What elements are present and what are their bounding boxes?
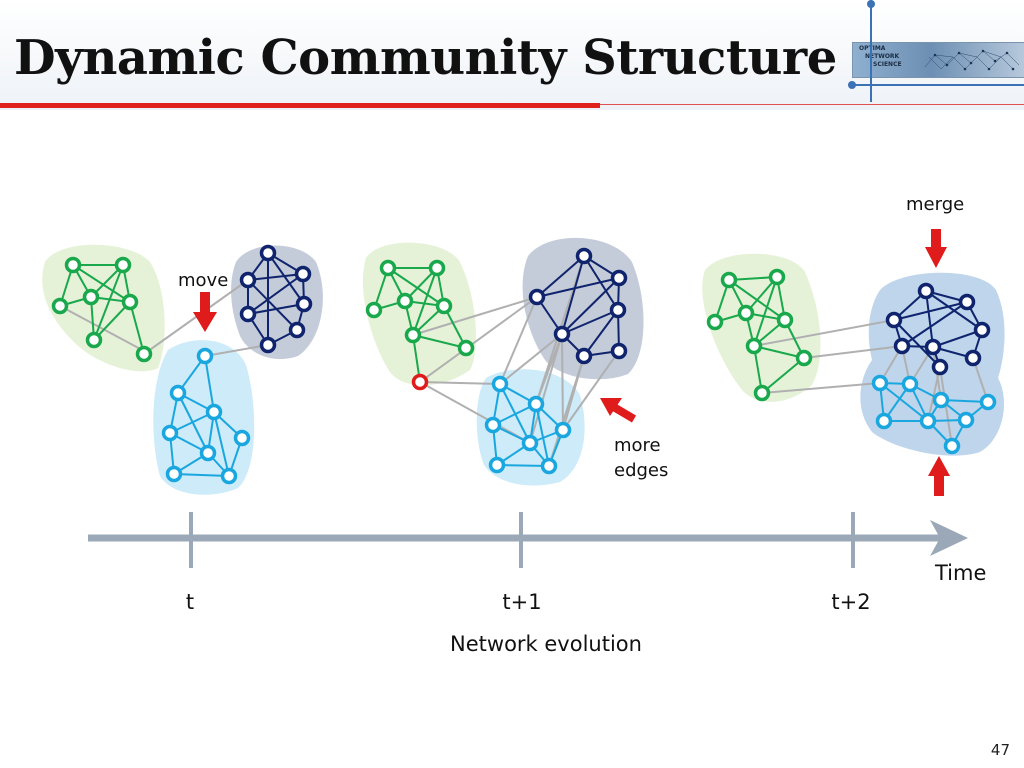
snapshot-t — [42, 244, 323, 495]
deco-vertical-line — [870, 0, 872, 102]
deco-dot-left — [848, 81, 856, 89]
merge-arrow-up — [928, 456, 950, 496]
nodes-green-t1 — [365, 259, 475, 357]
logo-text: OPTIMA NETWORK SCIENCE — [859, 45, 902, 69]
nodes-cyan-t1 — [484, 375, 572, 475]
logo-word-3: SCIENCE — [873, 61, 902, 68]
page-number: 47 — [990, 741, 1010, 759]
timeline — [88, 512, 968, 568]
label-merge: merge — [906, 194, 965, 215]
optima-network-science-logo: OPTIMA NETWORK SCIENCE — [852, 42, 1024, 78]
deco-dot-top — [867, 0, 875, 8]
tick-label-t1: t+1 — [502, 590, 542, 614]
move-arrow — [193, 292, 217, 332]
blob-cyan-t1 — [476, 369, 585, 486]
label-more: more — [614, 435, 661, 456]
slide-title: Dynamic Community Structure — [14, 30, 837, 86]
snapshot-t-plus-2 — [702, 229, 1005, 496]
more-edges-arrow — [600, 398, 637, 423]
logo-network-graphic — [924, 49, 1020, 71]
node-highlight-red — [411, 373, 429, 391]
label-move: move — [178, 270, 229, 291]
label-time: Time — [935, 561, 987, 585]
label-edges: edges — [614, 460, 669, 481]
caption-network-evolution: Network evolution — [450, 632, 642, 656]
merge-arrow-down — [925, 229, 947, 268]
tick-label-t: t — [185, 590, 195, 614]
nodes-navy-t1 — [528, 247, 628, 365]
nodes-green-t2 — [706, 268, 813, 402]
deco-horizontal-line — [852, 84, 1024, 86]
nodes-cyan-t — [161, 347, 251, 485]
title-underline-red — [0, 103, 600, 108]
nodes-navy-t — [239, 244, 313, 354]
nodes-cyan-t2 — [871, 374, 997, 455]
snapshot-t-plus-1 — [362, 237, 644, 486]
timeline-arrowhead — [930, 520, 968, 556]
inter-community-edges-t1 — [412, 255, 620, 467]
logo-word-1: OPTIMA — [859, 45, 886, 52]
blob-green-t2 — [702, 253, 821, 402]
nodes-green-t — [51, 256, 153, 363]
tick-label-t2: t+2 — [831, 590, 871, 614]
blob-green-t1 — [362, 242, 476, 386]
logo-word-2: NETWORK — [865, 53, 900, 60]
title-underline-thin — [600, 104, 1024, 105]
nodes-navy-t2 — [885, 282, 991, 376]
blob-green-t — [42, 244, 165, 372]
